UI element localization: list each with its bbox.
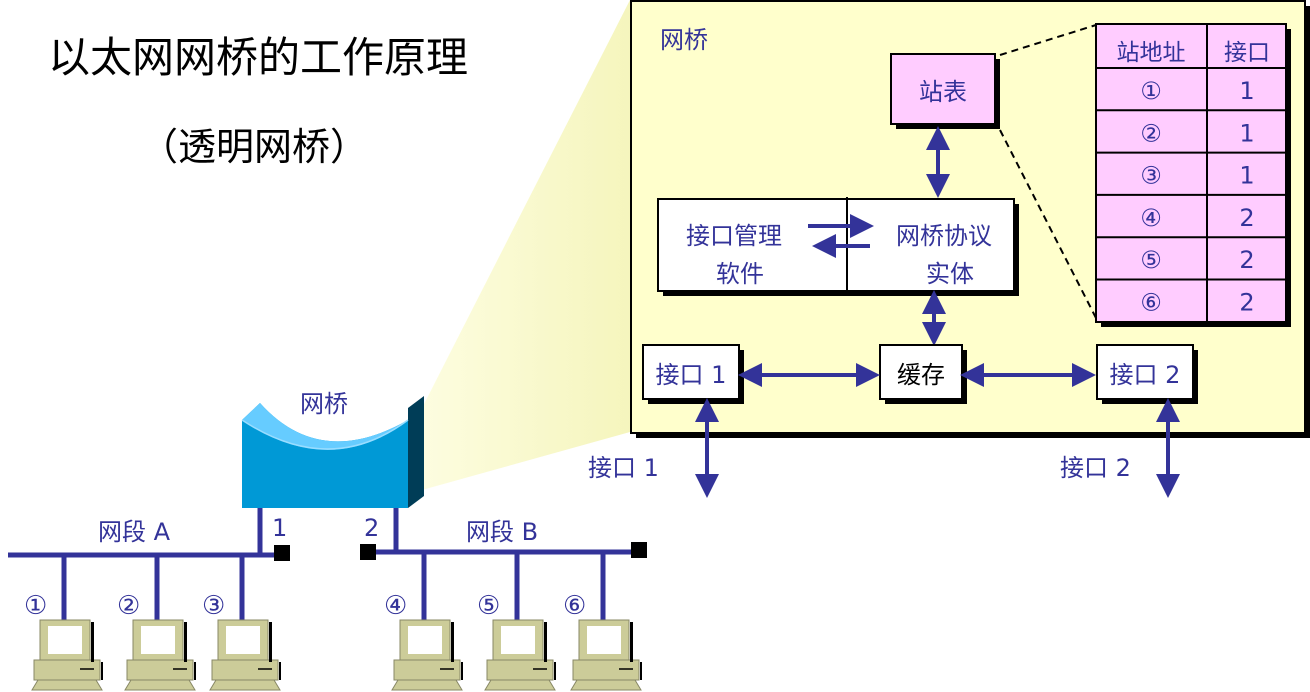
station-label: ⑤ bbox=[477, 591, 500, 621]
screen bbox=[141, 626, 175, 654]
station-table-box[interactable] bbox=[890, 53, 996, 125]
station-table-box-label: 站表 bbox=[919, 78, 967, 106]
table-header-station: 站地址 bbox=[1117, 40, 1186, 66]
port2-label: 接口 2 bbox=[1110, 361, 1181, 389]
dashed-connector-top bbox=[999, 24, 1097, 56]
keyboard-icon bbox=[391, 679, 463, 691]
keyboard-icon bbox=[484, 679, 556, 691]
external-port2-label: 接口 2 bbox=[1060, 454, 1131, 482]
screen bbox=[226, 626, 260, 654]
external-port1-label: 接口 1 bbox=[588, 454, 659, 482]
computer-base-icon bbox=[33, 659, 101, 681]
computer-base-icon bbox=[211, 659, 279, 681]
screen bbox=[587, 626, 621, 654]
segment-a-label: 网段 A bbox=[98, 518, 171, 546]
bridge-label: 网桥 bbox=[300, 390, 348, 418]
table-cell-port: 2 bbox=[1239, 289, 1254, 317]
bridge-port2-number: 2 bbox=[364, 514, 379, 542]
keyboard-icon bbox=[209, 679, 281, 691]
bridge-port1-number: 1 bbox=[272, 514, 287, 542]
computer-base-icon bbox=[393, 659, 461, 681]
table-cell-port: 2 bbox=[1239, 204, 1254, 232]
segment-b-right-terminator bbox=[631, 542, 647, 558]
page-title: 以太网网桥的工作原理 bbox=[48, 33, 468, 82]
station-label: ④ bbox=[384, 591, 407, 621]
bridge-device-icon[interactable] bbox=[241, 396, 424, 508]
computer-base-icon bbox=[572, 659, 640, 681]
table-cell-port: 1 bbox=[1239, 77, 1254, 105]
screen bbox=[408, 626, 442, 654]
segment-b-label: 网段 B bbox=[466, 518, 538, 546]
table-cell-port: 1 bbox=[1239, 162, 1254, 190]
station-computer[interactable]: ③ bbox=[202, 555, 281, 691]
protocol-entity-label-1[interactable]: 网桥协议 bbox=[896, 222, 992, 250]
station-computer[interactable]: ④ bbox=[384, 552, 463, 691]
station-label: ① bbox=[24, 591, 47, 621]
keyboard-icon bbox=[570, 679, 642, 691]
port1-label: 接口 1 bbox=[656, 361, 727, 389]
screen bbox=[48, 626, 82, 654]
port2-box[interactable] bbox=[1096, 344, 1194, 400]
station-computer[interactable]: ⑤ bbox=[477, 552, 556, 691]
table-cell-station: ④ bbox=[1140, 204, 1162, 232]
station-label: ⑥ bbox=[563, 591, 586, 621]
table-cell-station: ⑥ bbox=[1140, 289, 1162, 317]
zoom-cone bbox=[422, 0, 630, 490]
station-label: ③ bbox=[202, 591, 225, 621]
panel-label: 网桥 bbox=[660, 26, 708, 54]
computer-base-icon bbox=[126, 659, 194, 681]
port1-box[interactable] bbox=[642, 344, 740, 400]
station-computer[interactable]: ② bbox=[117, 555, 196, 691]
segment-b-left-terminator bbox=[360, 544, 376, 560]
screen bbox=[501, 626, 535, 654]
keyboard-icon bbox=[124, 679, 196, 691]
station-computer[interactable]: ① bbox=[24, 555, 103, 691]
table-header-port: 接口 bbox=[1224, 40, 1270, 66]
table-cell-station: ① bbox=[1140, 77, 1162, 105]
interface-mgmt-label-1[interactable]: 接口管理 bbox=[686, 222, 782, 250]
table-cell-port: 2 bbox=[1239, 246, 1254, 274]
computer-base-icon bbox=[486, 659, 554, 681]
table-cell-station: ⑤ bbox=[1140, 246, 1162, 274]
table-cell-port: 1 bbox=[1239, 119, 1254, 147]
buffer-label: 缓存 bbox=[897, 361, 945, 389]
interface-mgmt-label-2[interactable]: 软件 bbox=[716, 260, 764, 288]
station-label: ② bbox=[117, 591, 140, 621]
station-computer[interactable]: ⑥ bbox=[563, 552, 642, 691]
keyboard-icon bbox=[31, 679, 103, 691]
table-cell-station: ③ bbox=[1140, 162, 1162, 190]
protocol-entity-label-2[interactable]: 实体 bbox=[926, 260, 974, 288]
segment-a-terminator bbox=[274, 545, 290, 561]
page-subtitle: （透明网桥） bbox=[140, 125, 368, 169]
table-cell-station: ② bbox=[1140, 119, 1162, 147]
